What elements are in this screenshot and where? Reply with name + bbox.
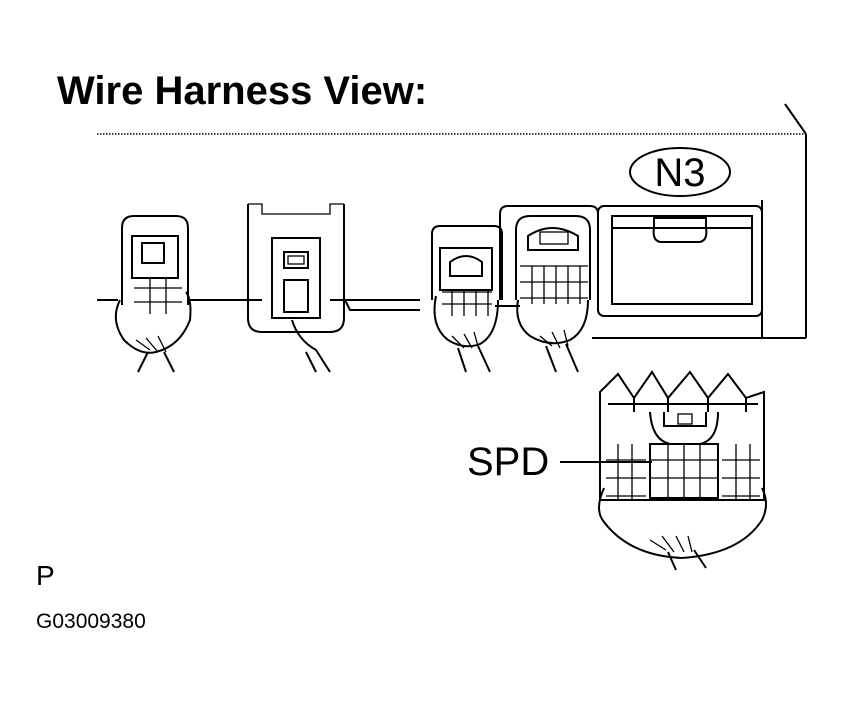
- spd-connector: SPD: [467, 370, 767, 571]
- connector-2: [247, 203, 345, 373]
- harness-panel: [97, 103, 807, 339]
- connector-n3: N3: [597, 147, 763, 317]
- spd-label: SPD: [467, 440, 549, 484]
- diagram-title: Wire Harness View:: [57, 69, 427, 113]
- connector-3: [431, 225, 503, 373]
- n3-label: N3: [654, 151, 705, 195]
- corner-letter: P: [36, 560, 55, 591]
- connector-1: [114, 215, 192, 373]
- connector-4: [499, 205, 599, 373]
- figure-code: G03009380: [36, 610, 146, 633]
